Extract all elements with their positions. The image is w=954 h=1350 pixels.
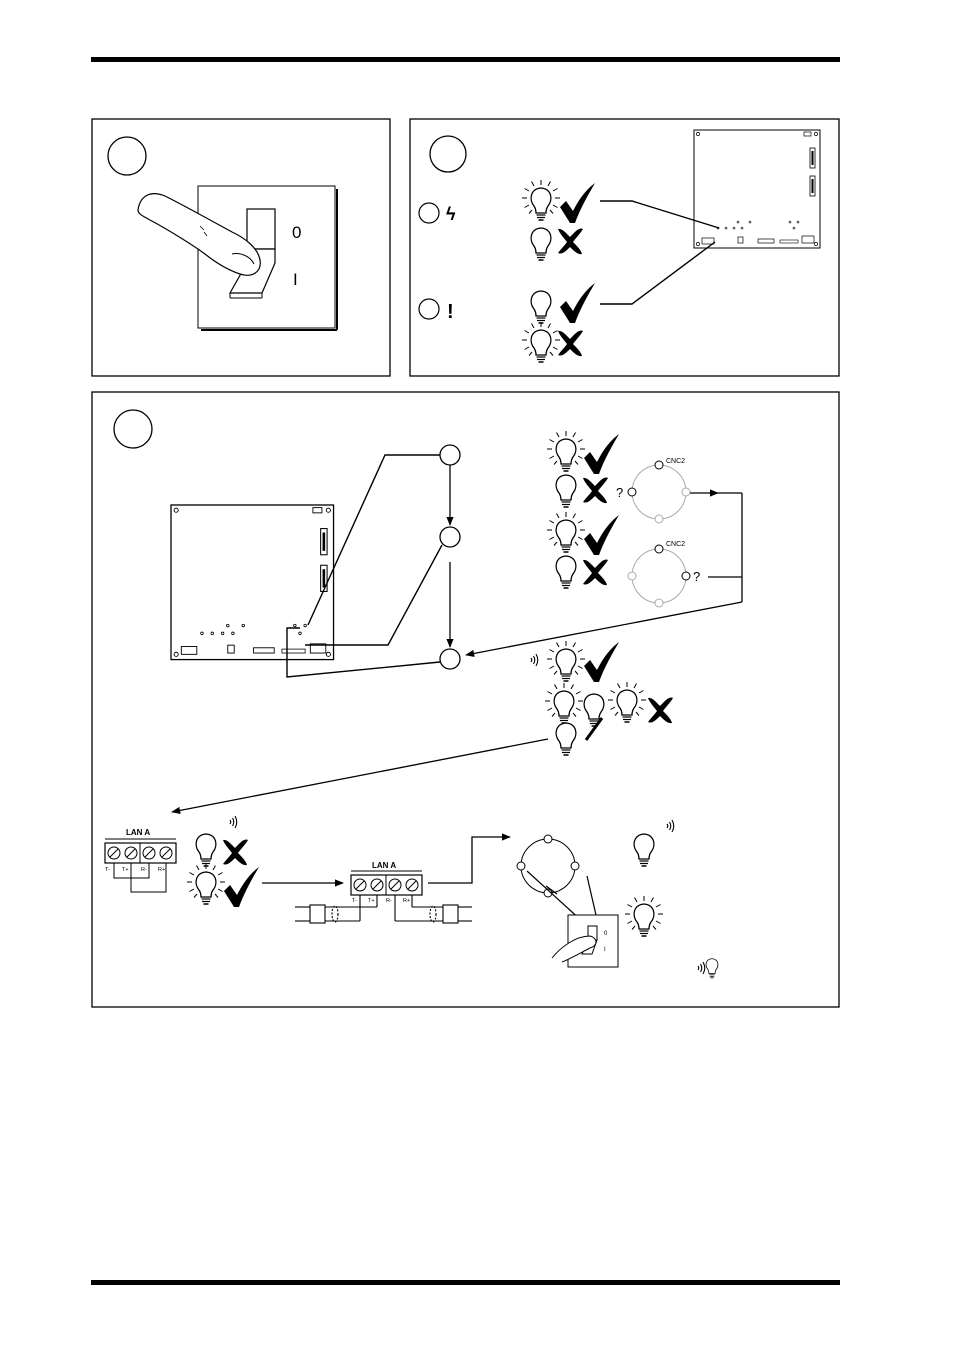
bulb-on-icon [522,180,560,220]
cable-right [394,895,472,924]
bulb-off-icon [195,833,217,867]
leader-line [307,454,440,626]
leader-line [600,241,716,305]
cross-icon [648,697,673,724]
bulb-on-icon [547,431,585,471]
flow-node [439,444,461,466]
pin-label: R- [386,898,392,904]
bulb-off-icon [530,227,552,261]
hand-icon [551,935,597,963]
power-led-marker [418,202,440,224]
flow-arrow [171,738,549,815]
check-icon [584,515,619,555]
bulb-off-icon [555,722,577,756]
check-icon [560,183,595,223]
step-circle [107,136,147,176]
pin-label: T+ [122,867,129,873]
cross-icon [558,228,583,255]
controller-board [170,504,335,661]
sound-icon [530,653,539,667]
top-rule [91,57,840,62]
check-icon [584,434,619,474]
pin-label: R- [141,867,147,873]
leader-line [286,627,441,678]
check-icon [584,642,619,682]
bulb-on-icon [187,864,225,904]
network-ring: CNC2 ? [627,541,700,608]
bulb-on-icon [625,896,663,936]
alarm-symbol: ! [447,301,454,323]
panel-leds: ϟ ! [409,118,840,377]
cross-icon [583,477,608,504]
pin-label: T+ [368,898,375,904]
pin-label: T- [105,867,110,873]
terminal-title: LAN A [126,828,150,837]
svg-text:I: I [604,947,606,953]
network-ring [516,834,597,923]
pin-label: R+ [403,898,410,904]
sound-icon [666,819,675,833]
sound-icon [697,961,706,975]
wall-switch-small: 0 I [551,914,619,968]
step-circle [429,135,467,173]
bulb-on-icon [547,512,585,552]
check-icon [224,867,259,907]
pin-label: T- [352,898,357,904]
power-symbol: ϟ [446,204,456,224]
ring-label: CNC2 [666,458,685,465]
step-circle [113,409,153,449]
lan-terminal-1: LAN A T- T+ R- R+ [104,828,177,893]
leader-line [305,544,443,646]
panel-network: CNC2 ? CNC2 ? [91,391,840,1008]
cross-icon [583,559,608,586]
controller-board [693,129,821,249]
sound-icon [229,815,238,829]
bulb-off-icon [633,833,655,867]
terminal-title: LAN A [372,861,396,870]
bulb-off-icon [555,474,577,508]
cross-icon [223,839,248,866]
bulb-off-icon [530,290,552,324]
bulb-on-icon [547,641,585,681]
check-icon [560,283,595,323]
cable-left [295,895,378,924]
bulb-off-icon [705,958,719,979]
bulb-off-icon [555,555,577,589]
ring-label: CNC2 [666,541,685,548]
switch-off-label: 0 [292,223,301,242]
alarm-led-marker [418,298,440,320]
lan-terminal-2: LAN A T- T+ R- R+ [295,861,472,924]
bulb-on-icon [545,683,583,723]
flow-node [439,526,461,548]
flow-arrow [465,601,743,658]
cross-icon [558,330,583,357]
svg-text:0: 0 [604,931,608,937]
bottom-rule [91,1280,840,1285]
wall-switch: 0 I [197,185,338,331]
strike-icon [584,717,604,741]
panel-switch: 0 I [91,118,391,377]
bulb-on-icon [522,322,560,362]
flow-node [439,648,461,670]
leader-line [600,200,720,229]
flow-arrow [428,833,511,884]
switch-on-label: I [293,270,298,289]
unknown-mark: ? [616,485,623,500]
hand-icon [137,193,261,276]
unknown-mark: ? [693,569,700,584]
pin-label: R+ [158,867,165,873]
network-ring: CNC2 ? [616,458,691,524]
bulb-on-icon [608,682,646,722]
